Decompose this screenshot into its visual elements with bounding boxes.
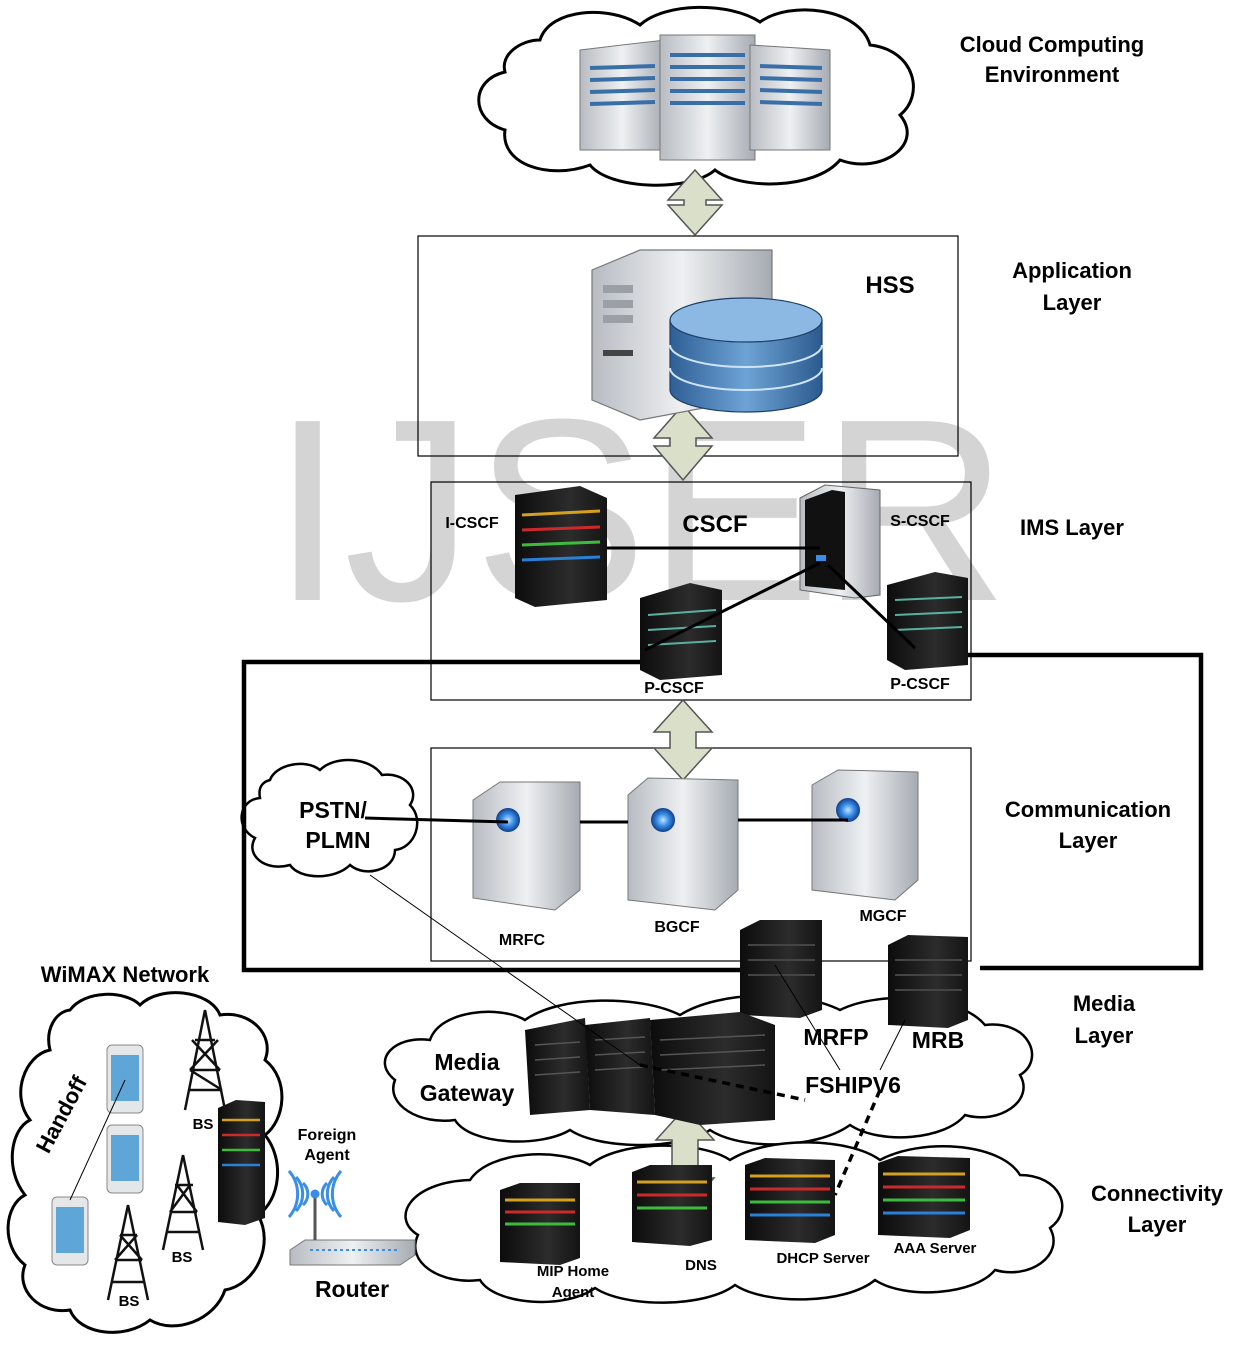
- bgcf-label: BGCF: [654, 919, 700, 936]
- wimax-network-label: WiMAX Network: [41, 962, 210, 987]
- hss-label: HSS: [865, 272, 914, 299]
- cloud-layer-label-line2: Environment: [985, 62, 1120, 87]
- p-cscf-right-server-icon: [887, 572, 968, 670]
- p-cscf-right-label: P-CSCF: [890, 676, 950, 693]
- i-cscf-label: I-CSCF: [445, 515, 499, 532]
- i-cscf-server-icon: [515, 486, 607, 607]
- dhcp-server-icon: [745, 1158, 835, 1243]
- mgcf-label: MGCF: [859, 908, 906, 925]
- bs-label-1: BS: [193, 1116, 214, 1133]
- bs-label-3: BS: [119, 1293, 140, 1310]
- application-layer-label-line1: Application: [1012, 258, 1132, 283]
- media-layer-label-line2: Layer: [1075, 1023, 1134, 1048]
- dns-server-icon: [632, 1165, 712, 1246]
- s-cscf-server-icon: [799, 484, 881, 599]
- media-connection-lines: [369, 874, 906, 1196]
- cscf-label: CSCF: [682, 511, 747, 538]
- wimax-server-icon: [218, 1100, 265, 1225]
- media-gateway-server-icon: [525, 1012, 775, 1125]
- mrb-label: MRB: [912, 1027, 964, 1053]
- mip-home-agent-server-icon: [500, 1183, 580, 1265]
- mrfp-label: MRFP: [803, 1024, 868, 1050]
- fshipv6-label: FSHIPV6: [805, 1072, 901, 1098]
- pstn-label-line2: PLMN: [305, 827, 370, 853]
- foreign-agent-label-line1: Foreign: [298, 1127, 357, 1144]
- bs-label-2: BS: [172, 1249, 193, 1266]
- base-station-tower-icon: [106, 1009, 227, 1301]
- ims-layer-box: [430, 481, 972, 701]
- cloud-layer-label-line1: Cloud Computing: [960, 32, 1145, 57]
- mip-home-agent-label-line2: Agent: [552, 1284, 595, 1301]
- handoff-line: [69, 1079, 126, 1201]
- media-gateway-label-line2: Gateway: [420, 1080, 515, 1106]
- mip-home-agent-label-line1: MIP Home: [537, 1263, 609, 1280]
- aaa-server-label: AAA Server: [894, 1240, 977, 1257]
- pstn-label-line1: PSTN/: [299, 797, 367, 823]
- router-icon: [289, 1195, 416, 1266]
- media-layer-label-line1: Media: [1073, 991, 1136, 1016]
- database-icon: [669, 297, 823, 413]
- media-loop-right: [962, 652, 1204, 971]
- aaa-server-icon: [878, 1156, 970, 1238]
- application-layer-label-line2: Layer: [1043, 290, 1102, 315]
- mgcf-server-icon: [811, 769, 919, 901]
- communication-layer-label-line1: Communication: [1005, 797, 1171, 822]
- media-gateway-label-line1: Media: [434, 1049, 499, 1075]
- communication-connection-lines: [364, 816, 848, 824]
- foreign-agent-label-line2: Agent: [304, 1147, 350, 1164]
- communication-layer-label-line2: Layer: [1059, 828, 1118, 853]
- dns-label: DNS: [685, 1257, 717, 1274]
- mobile-phone-icon: [51, 1044, 144, 1266]
- mrb-server-icon: [888, 935, 968, 1028]
- media-loop-left: [241, 659, 740, 973]
- dhcp-server-label: DHCP Server: [776, 1250, 869, 1267]
- app-ims-double-arrow: [652, 403, 714, 482]
- mrfp-server-icon: [740, 920, 822, 1018]
- s-cscf-label: S-CSCF: [890, 513, 950, 530]
- ims-comm-double-arrow: [652, 698, 714, 782]
- p-cscf-left-label: P-CSCF: [644, 680, 704, 697]
- bgcf-server-icon: [627, 777, 739, 911]
- cloud-app-double-arrow: [666, 168, 724, 237]
- mrfc-label: MRFC: [499, 932, 546, 949]
- cloud-server-rack-icon: [579, 34, 831, 161]
- mrfc-server-icon: [472, 781, 581, 911]
- connectivity-layer-label-line1: Connectivity: [1091, 1181, 1224, 1206]
- connectivity-layer-label-line2: Layer: [1128, 1212, 1187, 1237]
- ims-layer-label: IMS Layer: [1020, 515, 1124, 540]
- router-label: Router: [315, 1276, 389, 1302]
- ims-connection-lines: [607, 546, 917, 652]
- wifi-signal-icon: [287, 1170, 343, 1218]
